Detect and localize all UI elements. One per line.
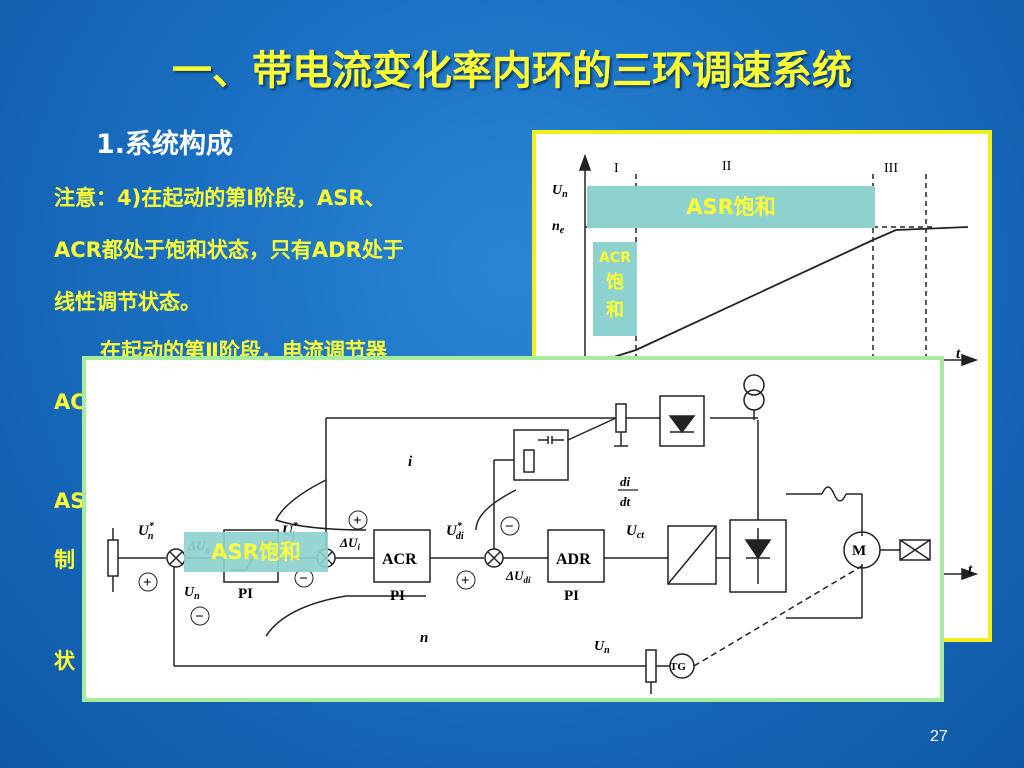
note-line-1: 注意：4)在起动的第Ⅰ阶段，ASR、 bbox=[54, 186, 386, 210]
reference-potentiometer bbox=[107, 539, 119, 577]
acr-block bbox=[373, 529, 431, 583]
delta-udi-label: ΔUdi bbox=[505, 568, 531, 585]
text-fragment-4: 状 bbox=[54, 649, 75, 673]
section-subtitle: 1.系统构成 bbox=[96, 129, 234, 160]
sign-minus-1: − bbox=[195, 609, 204, 625]
adr-pi-label: PI bbox=[564, 588, 579, 604]
motor-label: M bbox=[852, 543, 866, 559]
un-feedback-label: Un bbox=[184, 585, 200, 602]
note-line-3: 线性调节状态。 bbox=[54, 290, 201, 314]
block-diagram-svg: ACR ADR M TG PI PI PI U*n ΔUn U*i ΔUi U*… bbox=[107, 374, 931, 694]
ne-axis-label: ne bbox=[552, 219, 565, 236]
acr-pi-label: PI bbox=[390, 588, 405, 604]
adr-block bbox=[547, 529, 605, 583]
tg-label: TG bbox=[670, 661, 686, 673]
stage-label-2: II bbox=[722, 159, 732, 174]
page-number: 27 bbox=[930, 728, 948, 745]
trigger-block bbox=[667, 525, 717, 585]
text-fragment-2: AS bbox=[54, 489, 86, 513]
text-fragment-3: 制 bbox=[54, 548, 75, 572]
current-sensor-block bbox=[659, 395, 705, 447]
current-signal-label: i bbox=[408, 454, 413, 470]
didt-network bbox=[513, 429, 569, 481]
stage-label-3: III bbox=[884, 161, 898, 176]
text-fragment-1: AC bbox=[54, 390, 86, 414]
adr-block-label: ADR bbox=[556, 551, 591, 568]
asr-saturation-label: ASR饱和 bbox=[587, 186, 875, 228]
didt-denominator: dt bbox=[620, 494, 631, 509]
didt-numerator: di bbox=[620, 474, 631, 489]
asr-pi-label: PI bbox=[238, 586, 253, 602]
sign-plus-3: + bbox=[461, 573, 470, 589]
sign-minus-3: − bbox=[505, 519, 514, 535]
un-axis-label: Un bbox=[552, 183, 568, 200]
uct-label: Uct bbox=[626, 523, 645, 541]
control-block-diagram: ACR ADR M TG PI PI PI U*n ΔUn U*i ΔUi U*… bbox=[82, 356, 944, 702]
speed-signal-label: n bbox=[420, 630, 428, 646]
slide-title: 一、带电流变化率内环的三环调速系统 bbox=[172, 48, 852, 94]
udi-star-label: U*di bbox=[446, 521, 464, 542]
t-axis-label-2: t bbox=[968, 562, 973, 578]
sign-minus-2: − bbox=[299, 571, 308, 587]
sign-plus-2: + bbox=[353, 513, 362, 529]
acr-block-label: ACR bbox=[382, 551, 417, 568]
delta-ui-label: ΔUi bbox=[339, 535, 361, 552]
asr-saturation-overlay: ASR饱和 bbox=[184, 532, 328, 572]
un-tg-label: Un bbox=[594, 639, 610, 656]
t-axis-label: t bbox=[956, 346, 961, 362]
stage-label-1: I bbox=[614, 161, 619, 176]
un-star-label: U*n bbox=[138, 521, 155, 542]
note-line-2: ACR都处于饱和状态，只有ADR处于 bbox=[54, 238, 404, 262]
acr-saturation-label: ACR 饱 和 bbox=[593, 242, 637, 336]
sign-plus-1: + bbox=[143, 575, 152, 591]
